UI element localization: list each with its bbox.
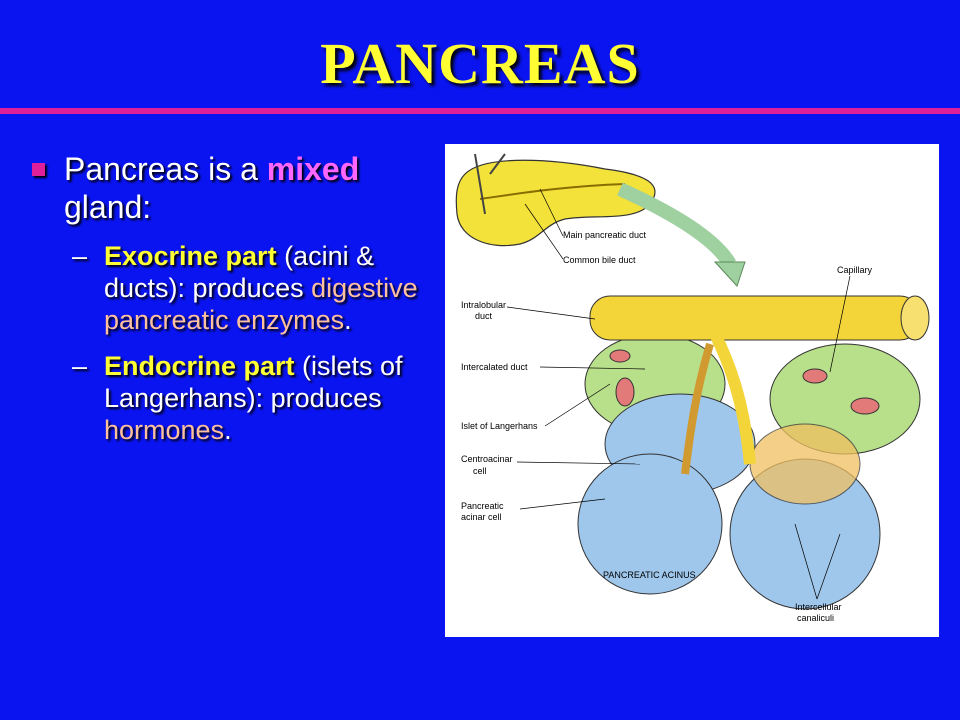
bullet-main-prefix: Pancreas is a <box>64 151 267 187</box>
label-islet: Islet of Langerhans <box>461 421 538 431</box>
arrow-icon <box>715 262 745 286</box>
title-divider <box>0 108 960 114</box>
endocrine-emphasis: hormones <box>104 415 224 445</box>
bullet-main-emphasis: mixed <box>267 151 359 187</box>
exocrine-label: Exocrine part <box>104 241 277 271</box>
exocrine-end: . <box>344 305 352 335</box>
figure-caption: PANCREATIC ACINUS <box>603 570 696 580</box>
label-acinar-cell: acinar cell <box>461 512 502 522</box>
label-pancreatic: Pancreatic <box>461 501 504 511</box>
acinus-clusters <box>578 334 920 609</box>
bullet-main-suffix: gland: <box>64 189 151 225</box>
endocrine-label: Endocrine part <box>104 351 295 381</box>
bullet-square-icon <box>32 163 45 176</box>
sub-bullet-exocrine: – Exocrine part (acini & ducts): produce… <box>30 240 435 336</box>
label-centroacinar: Centroacinar <box>461 454 513 464</box>
dash-marker: – <box>72 240 87 272</box>
pancreas-figure: Main pancreatic duct Common bile duct In… <box>445 144 939 637</box>
label-capillary: Capillary <box>837 265 873 275</box>
label-intercalated-duct: Intercalated duct <box>461 362 528 372</box>
pancreatic-acinus-illustration: Main pancreatic duct Common bile duct In… <box>445 144 939 637</box>
bullet-list: Pancreas is a mixed gland: – Exocrine pa… <box>30 150 435 446</box>
label-common-bile-duct: Common bile duct <box>563 255 636 265</box>
label-canaliculi: canaliculi <box>797 613 834 623</box>
endocrine-end: . <box>224 415 232 445</box>
label-intralobular-duct: duct <box>475 311 493 321</box>
dash-marker: – <box>72 350 87 382</box>
label-intralobular: Intralobular <box>461 300 506 310</box>
label-main-pancreatic-duct: Main pancreatic duct <box>563 230 647 240</box>
sub-bullet-endocrine: – Endocrine part (islets of Langerhans):… <box>30 350 435 446</box>
slide-title: PANCREAS <box>0 30 960 97</box>
bullet-main: Pancreas is a mixed gland: <box>30 150 435 226</box>
label-centroacinar-cell: cell <box>473 466 487 476</box>
label-intercellular: Intercellular <box>795 602 842 612</box>
